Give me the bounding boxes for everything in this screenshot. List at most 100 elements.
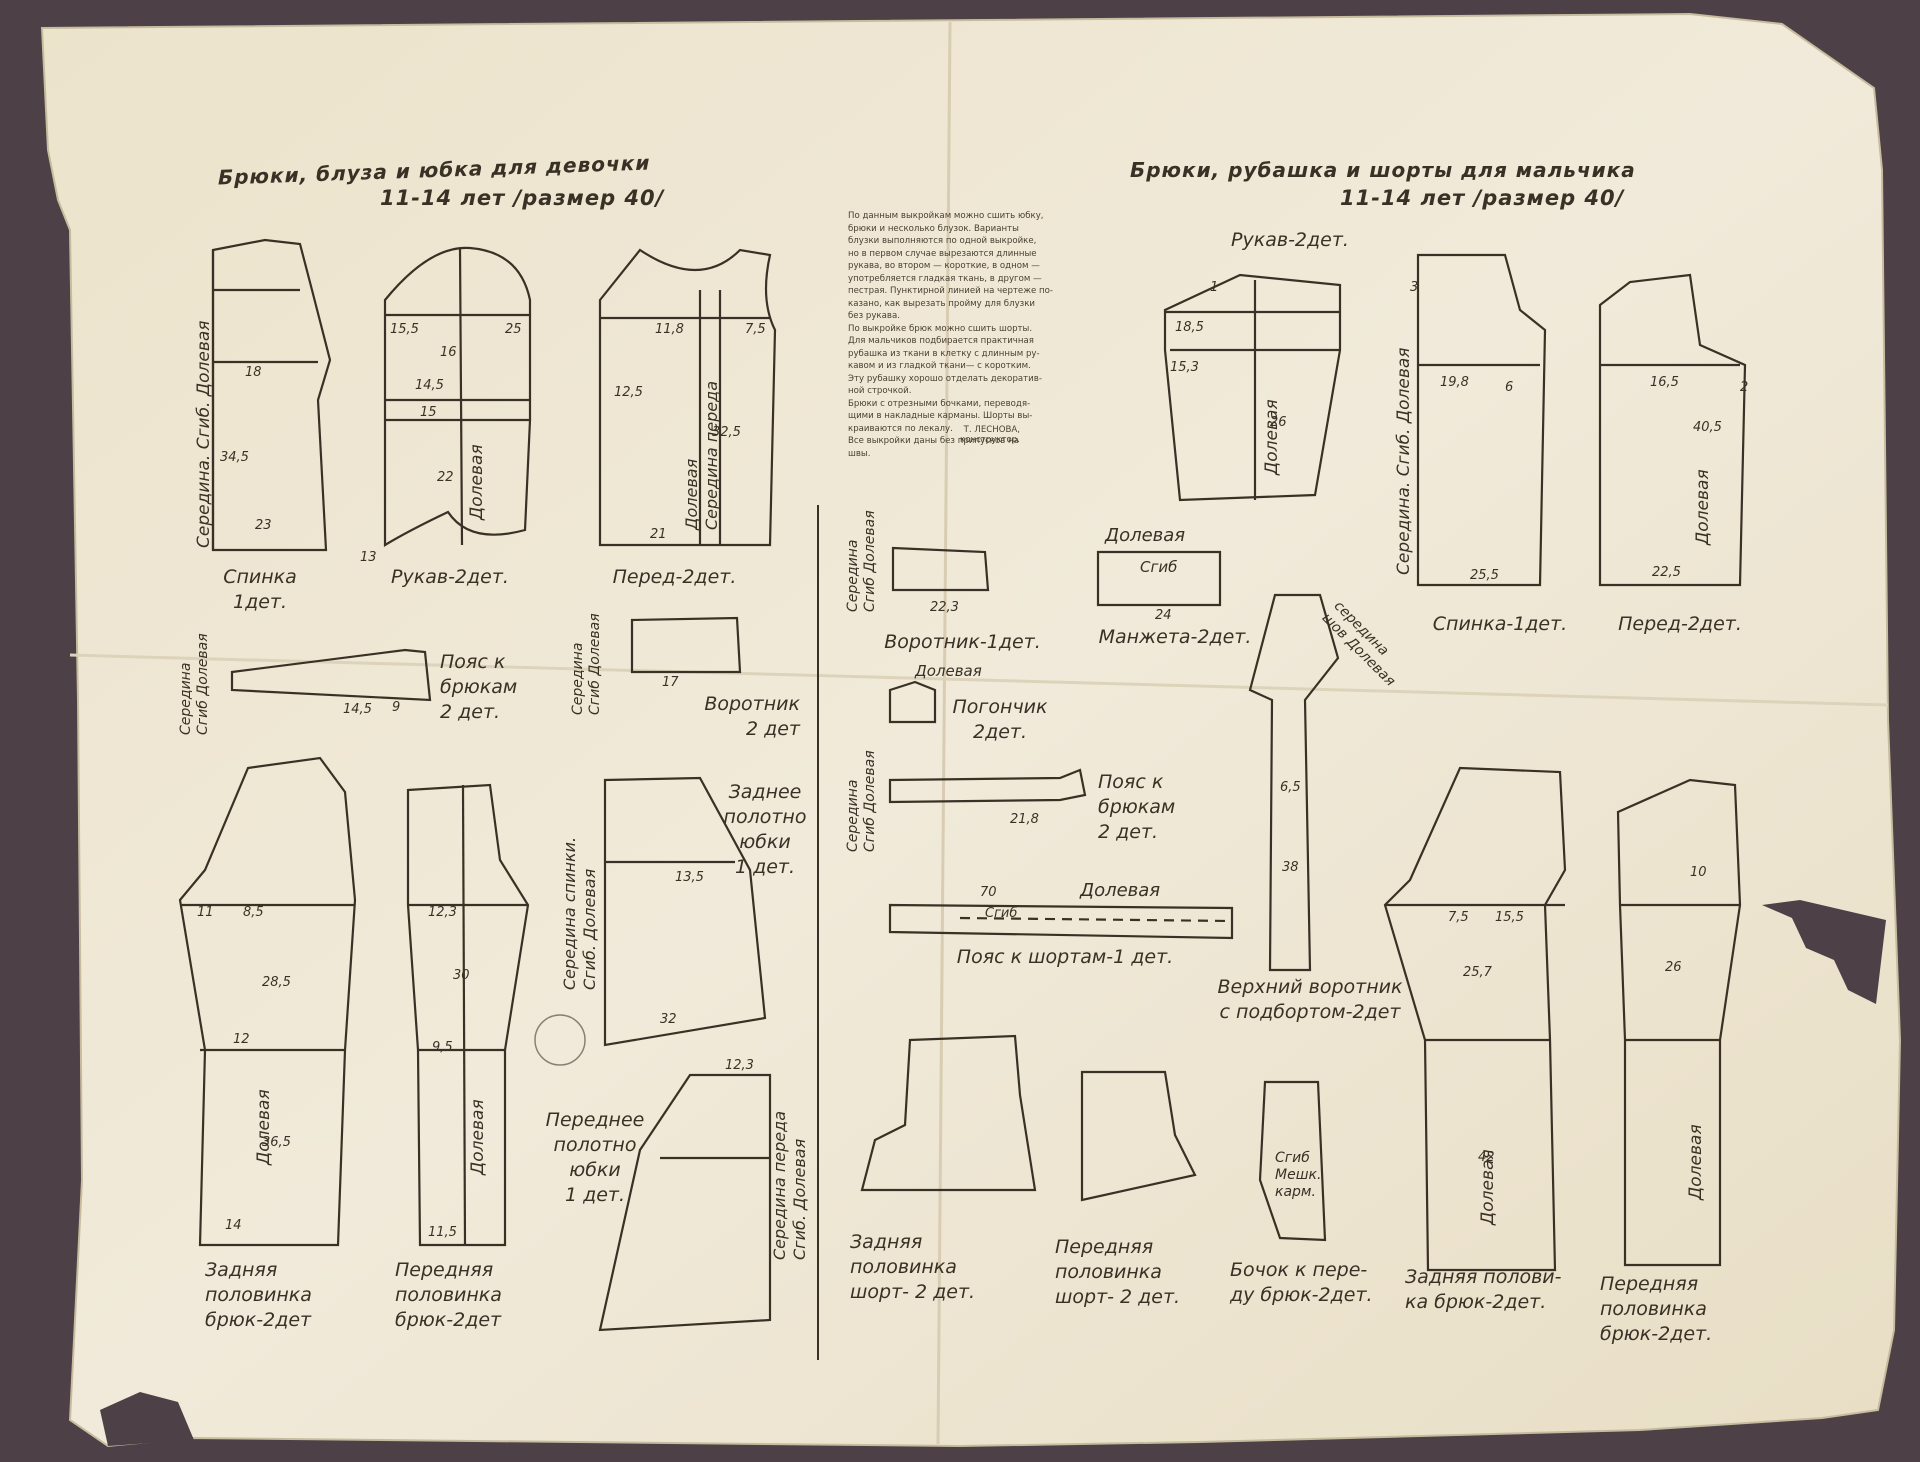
label-boy-shorts-belt: Пояс к шортам-1 дет. [956, 946, 1174, 968]
measure: 30 [453, 968, 470, 983]
measure: 26 [1665, 960, 1682, 975]
measure: 18,5 [1175, 320, 1204, 335]
measure: 12,3 [725, 1058, 754, 1073]
boy-tab-outline [888, 680, 937, 724]
boy-back-outline [1416, 253, 1547, 587]
girl-back-outline [211, 238, 332, 552]
measure: 25,7 [1463, 965, 1492, 980]
label-boy-pants-front: Передняя половинка брюк-2дет. [1600, 1273, 1713, 1345]
measure: 6,5 [1280, 780, 1301, 795]
annot-girl-sleeve-grain: Долевая [467, 444, 487, 520]
measure: 24 [1155, 608, 1172, 623]
measure: 15 [420, 405, 437, 420]
measure: 14,5 [343, 702, 372, 717]
measure: 22,5 [1652, 565, 1681, 580]
girl-skirt-front-outline [598, 1073, 772, 1332]
label-girl-skirt-front: Переднее полотно юбки 1 дет. [545, 1109, 645, 1206]
annot-cuff-fold: Сгиб [1140, 558, 1178, 576]
label-girl-belt: Пояс к брюкам 2 дет. [440, 651, 518, 723]
annot-girl-pants-back-grain: Долевая [254, 1089, 274, 1165]
pattern-outlines [178, 238, 1747, 1332]
label-boy-cuff: Манжета-2дет. [1098, 626, 1252, 648]
girl-skirt-back-outline [603, 776, 767, 1047]
annot-boy-pants-front-grain: Долевая [1686, 1124, 1706, 1200]
damage-tear [1762, 900, 1886, 1004]
annot-tab-grain: Долевая [915, 662, 982, 680]
label-boy-side: Бочок к пере- ду брюк-2дет. [1230, 1259, 1373, 1306]
annot-pocket: Сгиб Мешк. карм. [1275, 1150, 1322, 1200]
boy-front-outline [1598, 273, 1747, 587]
measure: 16,5 [1650, 375, 1679, 390]
measure: 8,5 [243, 905, 264, 920]
boy-side-outline [1258, 1080, 1327, 1242]
measure: 7,5 [745, 322, 766, 337]
fold-line-horizontal [69, 653, 1889, 707]
measure: 14,5 [415, 378, 444, 393]
measure: 1 [1210, 280, 1219, 295]
girl-belt-outline [230, 648, 432, 702]
annot-girl-skirt-back-center: Середина спинки. Сгиб. Долевая [560, 836, 599, 990]
measure: 70 [980, 885, 997, 900]
label-girl-back: Спинка 1дет. [223, 566, 297, 613]
measure: 15,5 [1495, 910, 1524, 925]
boy-shorts-back-outline [860, 1034, 1037, 1192]
boy-pants-back-outline [1383, 766, 1567, 1272]
measure: 11 [197, 905, 214, 920]
measure: 34,5 [220, 450, 249, 465]
girl-front-outline [598, 248, 777, 547]
annot-girl-skirt-front-center: Середина переда Сгиб. Долевая [770, 1111, 809, 1260]
measure: 17 [662, 675, 679, 690]
annot-boy-front-grain: Долевая [1693, 469, 1713, 545]
boy-collar-outline [891, 546, 990, 592]
annot-boy-sleeve-grain: Долевая [1262, 399, 1282, 475]
boy-belt-outline [888, 768, 1087, 804]
intro-text: По данным выкройкам можно сшить юбку, бр… [848, 211, 1053, 459]
measure: 28,5 [262, 975, 291, 990]
measure: 12 [233, 1032, 250, 1047]
paper-sheet [40, 12, 1902, 1448]
annot-boy-belt-fold: Середина Сгиб Долевая [845, 750, 878, 852]
label-boy-collar: Воротник-1дет. [884, 631, 1041, 653]
fold-line-vertical [936, 21, 952, 1445]
annot-shorts-belt-fold: Сгиб [985, 906, 1018, 921]
measure: 16 [440, 345, 457, 360]
measure: 7,5 [1448, 910, 1469, 925]
label-boy-pants-back: Задняя полови- ка брюк-2дет. [1405, 1266, 1562, 1313]
annot-girl-pants-front-grain: Долевая [468, 1099, 488, 1175]
measure: 21 [650, 527, 667, 542]
label-boy-tab: Погончик 2дет. [952, 696, 1048, 743]
measure: 36,5 [262, 1135, 291, 1150]
measure: 18 [245, 365, 262, 380]
measure: 15,5 [390, 322, 419, 337]
label-boy-upper-collar: Верхний воротник с подбортом-2дет [1217, 976, 1403, 1023]
label-boy-shorts-front: Передняя половинка шорт- 2 дет. [1055, 1236, 1181, 1308]
annot-boy-back-fold: Середина. Сгиб. Долевая [1394, 347, 1414, 575]
measure: 12,5 [614, 385, 643, 400]
pencil-scribble [534, 1014, 586, 1066]
right-subtitle: 11-14 лет /размер 40/ [1340, 186, 1625, 210]
damage-tear-bottom [100, 1392, 194, 1446]
annot-girl-belt-fold: Середина Сгиб Долевая [178, 633, 211, 735]
measure: 40,5 [1693, 420, 1722, 435]
measure: 21,8 [1010, 812, 1039, 827]
measure: 32 [660, 1012, 677, 1027]
measure: 11,5 [428, 1225, 457, 1240]
measure: 9,5 [432, 1040, 453, 1055]
boy-cuff-outline [1096, 550, 1222, 607]
left-subtitle: 11-14 лет /размер 40/ [380, 186, 665, 210]
measure: 26 [1270, 415, 1287, 430]
annot-girl-collar-fold: Середина Сгиб Долевая [570, 613, 603, 715]
label-girl-front: Перед-2дет. [612, 566, 737, 588]
measure: 38 [1282, 860, 1299, 875]
measure: 19,8 [1440, 375, 1469, 390]
boy-shorts-front-outline [1080, 1070, 1197, 1202]
annot-cuff-grain: Долевая [1105, 525, 1186, 546]
label-boy-front: Перед-2дет. [1618, 613, 1742, 635]
measure: 9 [392, 700, 401, 715]
label-girl-collar: Воротник 2 дет [704, 693, 800, 740]
label-boy-shorts-back: Задняя половинка шорт- 2 дет. [850, 1231, 976, 1303]
measure: 23 [255, 518, 272, 533]
measure: 22,3 [930, 600, 959, 615]
measure: 3 [1410, 280, 1419, 295]
